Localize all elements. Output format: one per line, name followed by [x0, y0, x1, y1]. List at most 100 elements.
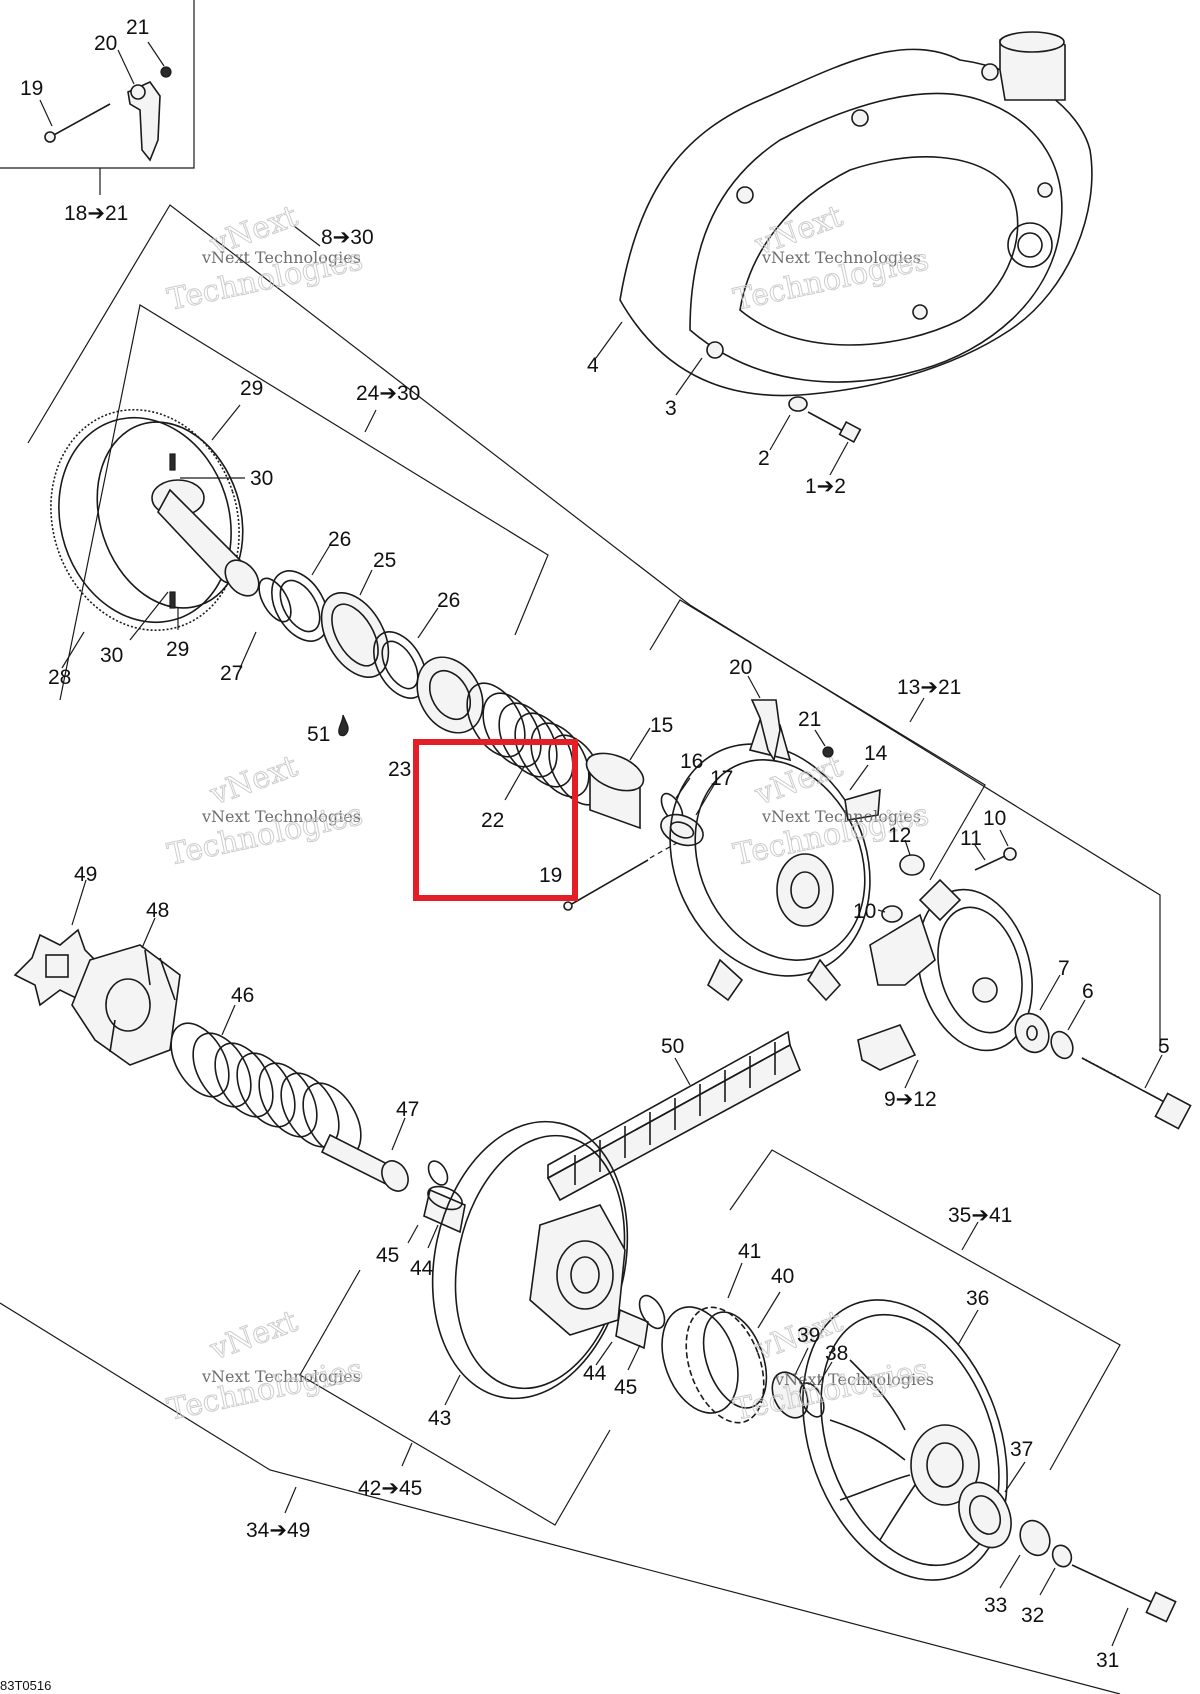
callout-40: 40: [771, 1265, 794, 1288]
callout-22: 22: [481, 809, 504, 832]
callout-39: 39: [797, 1324, 820, 1347]
image-code: 83T0516: [0, 1678, 51, 1693]
callout-7: 7: [1058, 957, 1070, 980]
callout-6: 6: [1082, 980, 1094, 1003]
group-outline-35-41: [729, 1149, 1121, 1471]
callout-44-b: 44: [583, 1362, 607, 1385]
callout-10-a: 10: [983, 807, 1006, 830]
callout-49: 49: [74, 863, 97, 886]
callout-9-12: 9➔12: [884, 1088, 937, 1111]
callout-51: 51: [307, 723, 330, 746]
callout-20-mid: 20: [729, 656, 752, 679]
svg-text:vNext: vNext: [205, 749, 302, 813]
bolt-31: [1071, 1564, 1177, 1647]
washer-7: [1014, 974, 1061, 1054]
group-outline-42-45: [299, 1269, 611, 1526]
cam-48: [71, 917, 181, 1066]
ring-45b: [627, 1294, 666, 1371]
washer-32: [1039, 1544, 1073, 1596]
callout-19-mid: 19: [539, 864, 562, 887]
fixed-sheave-43: [431, 1120, 629, 1406]
callout-23: 23: [388, 758, 411, 781]
group-outline-34-49: [0, 1302, 1121, 1694]
bolt-5: [1081, 1054, 1192, 1130]
callout-21-mid: 21: [798, 708, 821, 731]
callout-37: 37: [1010, 1438, 1033, 1461]
bushing-39: [771, 1347, 809, 1419]
watermark-1: vNext vNext Technologies Technologies: [164, 198, 366, 318]
callout-36: 36: [966, 1287, 989, 1310]
svg-text:vNext: vNext: [205, 1304, 302, 1368]
callout-1-2: 1➔2: [805, 475, 846, 498]
callout-32: 32: [1021, 1604, 1044, 1627]
callout-30-a: 30: [250, 467, 273, 490]
ring-45a: [407, 1160, 449, 1244]
svg-text:vNext Technologies: vNext Technologies: [201, 807, 361, 826]
callout-12: 12: [888, 824, 911, 847]
callout-26-a: 26: [328, 528, 351, 551]
callout-29-b: 29: [166, 638, 189, 661]
callout-16: 16: [680, 750, 703, 773]
callout-48: 48: [146, 899, 169, 922]
callout-20-top: 20: [94, 32, 117, 55]
callout-30-b: 30: [100, 644, 123, 667]
callout-43: 43: [428, 1407, 451, 1430]
sleeve-15: [585, 727, 651, 830]
washer-10a: [999, 829, 1017, 861]
governor-cup-9-12: [857, 878, 1034, 1089]
watermark-4: vNext vNext Technologies Technologies: [730, 748, 932, 873]
driven-sheave-36: [802, 1299, 1008, 1581]
callout-38: 38: [825, 1342, 848, 1365]
callout-14: 14: [864, 742, 888, 765]
callout-11: 11: [960, 827, 982, 850]
callout-2: 2: [758, 447, 770, 470]
callout-13-21: 13➔21: [897, 676, 961, 699]
callout-35-41: 35➔41: [948, 1204, 1012, 1227]
group-outline-13-21: [649, 599, 986, 881]
washer-33: [999, 1519, 1051, 1589]
svg-text:vNext Technologies: vNext Technologies: [201, 1367, 361, 1386]
callout-47: 47: [396, 1098, 419, 1121]
callout-21-top: 21: [126, 16, 149, 39]
callout-31: 31: [1096, 1649, 1119, 1672]
callout-15: 15: [650, 714, 673, 737]
callout-3: 3: [665, 397, 677, 420]
washer-6: [1050, 999, 1086, 1060]
group-outline-24-30: [59, 304, 549, 701]
callout-44-a: 44: [410, 1257, 434, 1280]
callout-26-b: 26: [437, 589, 460, 612]
callout-45-b: 45: [614, 1376, 637, 1399]
sliding-sheave-group: [669, 675, 881, 1002]
leaders-upper: [129, 404, 245, 641]
inset-box-18-21: [0, 0, 195, 195]
callout-29-a: 29: [240, 377, 263, 400]
callout-18-21: 18➔21: [64, 202, 128, 225]
drive-pulley-28: [50, 408, 260, 669]
ring-41: [661, 1262, 743, 1414]
callout-25: 25: [373, 549, 396, 572]
ramp-ring-40: [685, 1291, 781, 1424]
ring-27: [239, 577, 292, 669]
watermark-2: vNext vNext Technologies Technologies: [730, 198, 932, 318]
callout-10-b: 10: [853, 900, 876, 923]
bearing-37: [958, 1461, 1026, 1549]
callout-28: 28: [48, 666, 71, 689]
callout-17: 17: [710, 767, 733, 790]
callout-45-a: 45: [376, 1244, 399, 1267]
spring-seat-23: [416, 656, 484, 734]
bushing-25: [320, 569, 390, 679]
callout-labels: 21 20 19 18➔21 8➔30 4 3 2 1➔2 29 30 24➔3…: [20, 16, 1170, 1672]
callout-8-30: 8➔30: [321, 226, 374, 249]
callout-5: 5: [1158, 1035, 1170, 1058]
callout-4: 4: [587, 354, 599, 377]
svg-text:Technologies: Technologies: [164, 1352, 365, 1428]
watermark-3: vNext vNext Technologies Technologies: [164, 748, 366, 873]
seal-26a: [271, 544, 331, 642]
callout-27: 27: [220, 662, 243, 685]
svg-text:vNext Technologies: vNext Technologies: [201, 248, 361, 267]
roller-12: [899, 839, 925, 876]
callout-24-30: 24➔30: [356, 382, 420, 405]
svg-text:vNext Technologies: vNext Technologies: [774, 1370, 934, 1389]
callout-42-45: 42➔45: [358, 1477, 422, 1500]
